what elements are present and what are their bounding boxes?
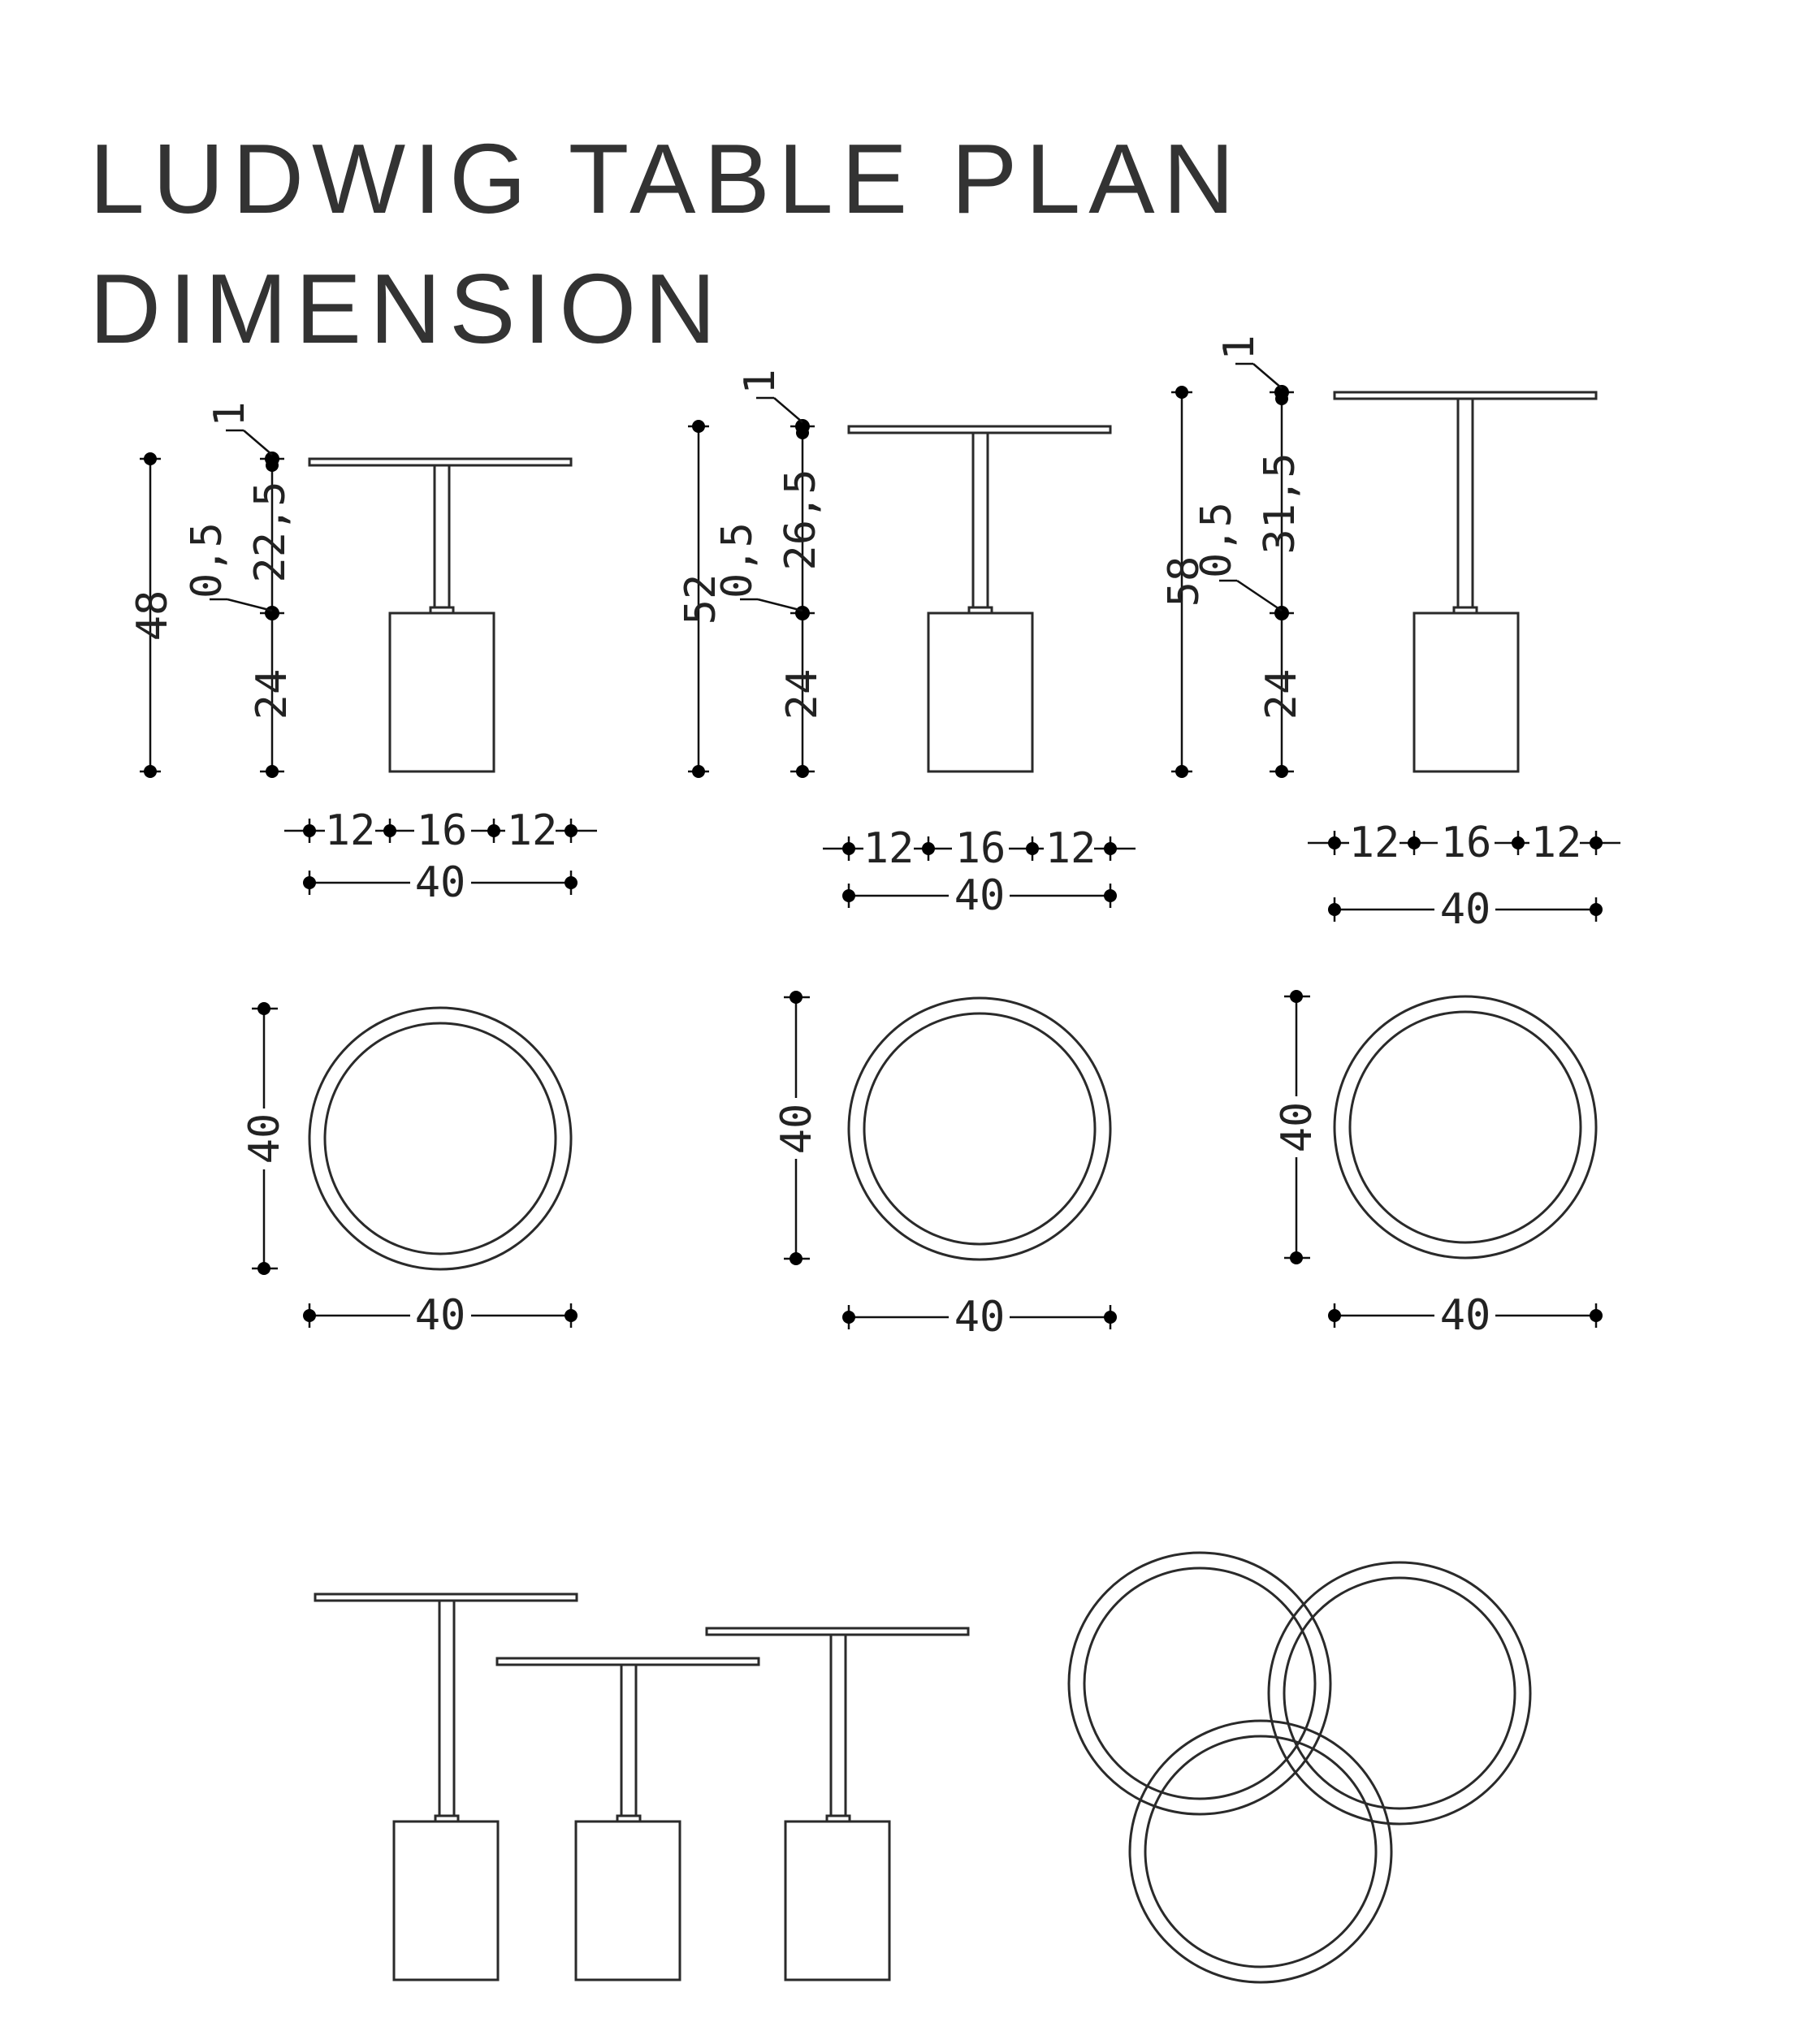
plan-width-label: 40 [415, 1291, 466, 1340]
dims-table-52: 52 1 26,5 0,5 24 12 16 12 40 [677, 369, 1136, 920]
plan-depth-label: 40 [772, 1104, 821, 1155]
height-total-label: 58 [1160, 556, 1209, 607]
group-elevation [314, 1592, 970, 1981]
base-block [927, 611, 1034, 773]
top-thickness-label: 1 [1215, 335, 1264, 360]
plan-width-label: 40 [1440, 1291, 1491, 1340]
group-plan [1067, 1551, 1532, 1984]
base-block [388, 611, 495, 773]
height-total-label: 52 [677, 574, 725, 625]
height-total-label: 48 [128, 590, 177, 642]
plan-depth-label: 40 [1273, 1102, 1322, 1153]
width-total-label: 40 [1440, 885, 1491, 934]
elevation-table-52 [847, 425, 1112, 773]
column [1456, 397, 1474, 609]
plan-depth-label: 40 [240, 1113, 289, 1165]
width-segment-1: 12 [863, 824, 915, 873]
width-segment-2: 16 [417, 806, 468, 855]
elevation-table-58 [1333, 391, 1598, 773]
base-block [1412, 611, 1520, 773]
plan-table-52: 40 40 [772, 991, 1117, 1342]
width-segment-2: 16 [955, 824, 1006, 873]
plan-width-label: 40 [954, 1293, 1006, 1342]
width-segment-1: 12 [1349, 819, 1400, 867]
width-segment-2: 16 [1441, 819, 1492, 867]
top-thickness-label: 1 [205, 401, 254, 426]
base-height-label: 24 [248, 669, 296, 720]
column-height-label: 22,5 [246, 481, 295, 582]
base-height-label: 24 [778, 669, 827, 720]
plan-table-48: 40 40 [240, 1002, 578, 1340]
plate-thickness-label: 0,5 [1192, 502, 1241, 578]
plate-thickness-label: 0,5 [713, 522, 762, 599]
width-total-label: 40 [415, 858, 466, 907]
title-line-2: DIMENSION [89, 253, 725, 364]
plate-thickness-label: 0,5 [183, 522, 231, 599]
width-segment-1: 12 [325, 806, 376, 855]
column [971, 431, 989, 609]
width-segment-3: 12 [1531, 819, 1582, 867]
width-total-label: 40 [954, 871, 1006, 920]
column-height-label: 26,5 [777, 469, 825, 570]
column-height-label: 31,5 [1256, 452, 1304, 554]
width-segment-3: 12 [1045, 824, 1097, 873]
dims-table-58: 58 1 31,5 0,5 24 12 16 12 40 [1160, 335, 1620, 934]
column [433, 464, 451, 609]
width-segment-3: 12 [507, 806, 558, 855]
title-line-1: LUDWIG TABLE PLAN [89, 123, 1243, 234]
elevation-table-48 [308, 457, 573, 773]
top-thickness-label: 1 [736, 369, 785, 394]
plan-table-58: 40 40 [1273, 990, 1603, 1340]
page-title: LUDWIG TABLE PLAN DIMENSION [89, 114, 1243, 374]
dims-table-48: 48 1 22,5 0,5 24 12 16 12 40 [128, 401, 597, 907]
base-height-label: 24 [1257, 669, 1306, 720]
